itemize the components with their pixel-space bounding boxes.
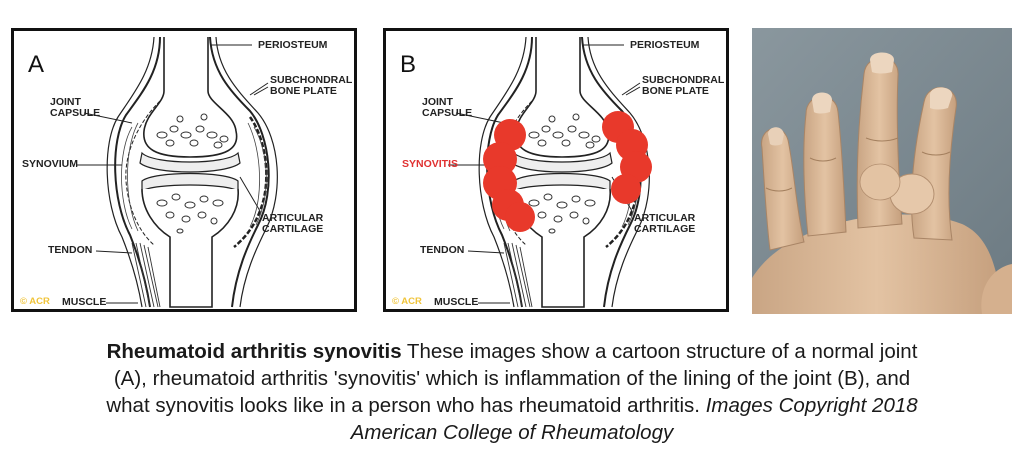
hand-illustration — [752, 28, 1012, 314]
hand-photo — [752, 28, 1012, 314]
label-subchondral: SUBCHONDRAL — [642, 74, 725, 86]
joint-illustration — [446, 35, 652, 309]
label-articular: ARTICULAR — [634, 212, 696, 224]
label-cartilage: CARTILAGE — [262, 223, 324, 235]
caption-copyright-1: Images Copyright 2018 — [705, 394, 918, 417]
label-muscle: MUSCLE — [62, 296, 107, 308]
label-bone-plate: BONE PLATE — [270, 85, 337, 97]
label-articular: ARTICULAR — [262, 212, 324, 224]
label-periosteum: PERIOSTEUM — [258, 39, 328, 51]
synovitis-joint-diagram: B PERIOSTEUM SUBCHONDRAL BONE PLATE JOIN… — [383, 28, 729, 312]
caption-line-4: American College of Rheumatology — [0, 419, 1024, 446]
caption-line-1: Rheumatoid arthritis synovitis These ima… — [0, 338, 1024, 365]
label-synovium: SYNOVIUM — [22, 158, 79, 170]
label-tendon: TENDON — [48, 244, 93, 256]
synovitis-inflammation — [483, 111, 652, 232]
panel-letter-b: B — [400, 51, 417, 78]
copyright-mark: © ACR — [20, 296, 50, 307]
label-joint: JOINT — [50, 96, 81, 108]
caption-line-1-text: These images show a cartoon structure of… — [401, 340, 918, 363]
label-periosteum: PERIOSTEUM — [630, 39, 700, 51]
label-bone-plate: BONE PLATE — [642, 85, 709, 97]
normal-joint-diagram: A PERIOSTEUM SUBCHONDRAL BONE PLATE JOIN… — [11, 28, 357, 312]
label-capsule: CAPSULE — [422, 107, 473, 119]
label-capsule: CAPSULE — [50, 107, 101, 119]
label-joint: JOINT — [422, 96, 453, 108]
joint-illustration — [74, 35, 279, 309]
figure-caption: Rheumatoid arthritis synovitis These ima… — [0, 338, 1024, 446]
label-muscle: MUSCLE — [434, 296, 479, 308]
label-tendon: TENDON — [420, 244, 465, 256]
caption-line-3-text: what synovitis looks like in a person wh… — [106, 394, 706, 417]
caption-copyright-2: American College of Rheumatology — [350, 421, 674, 444]
panel-letter-a: A — [28, 51, 45, 78]
label-cartilage: CARTILAGE — [634, 223, 696, 235]
label-synovitis: SYNOVITIS — [402, 158, 459, 170]
caption-title: Rheumatoid arthritis synovitis — [106, 340, 402, 363]
copyright-mark: © ACR — [392, 296, 422, 307]
caption-line-2: (A), rheumatoid arthritis 'synovitis' wh… — [113, 367, 911, 390]
label-subchondral: SUBCHONDRAL — [270, 74, 353, 86]
caption-line-3: what synovitis looks like in a person wh… — [0, 392, 1024, 419]
